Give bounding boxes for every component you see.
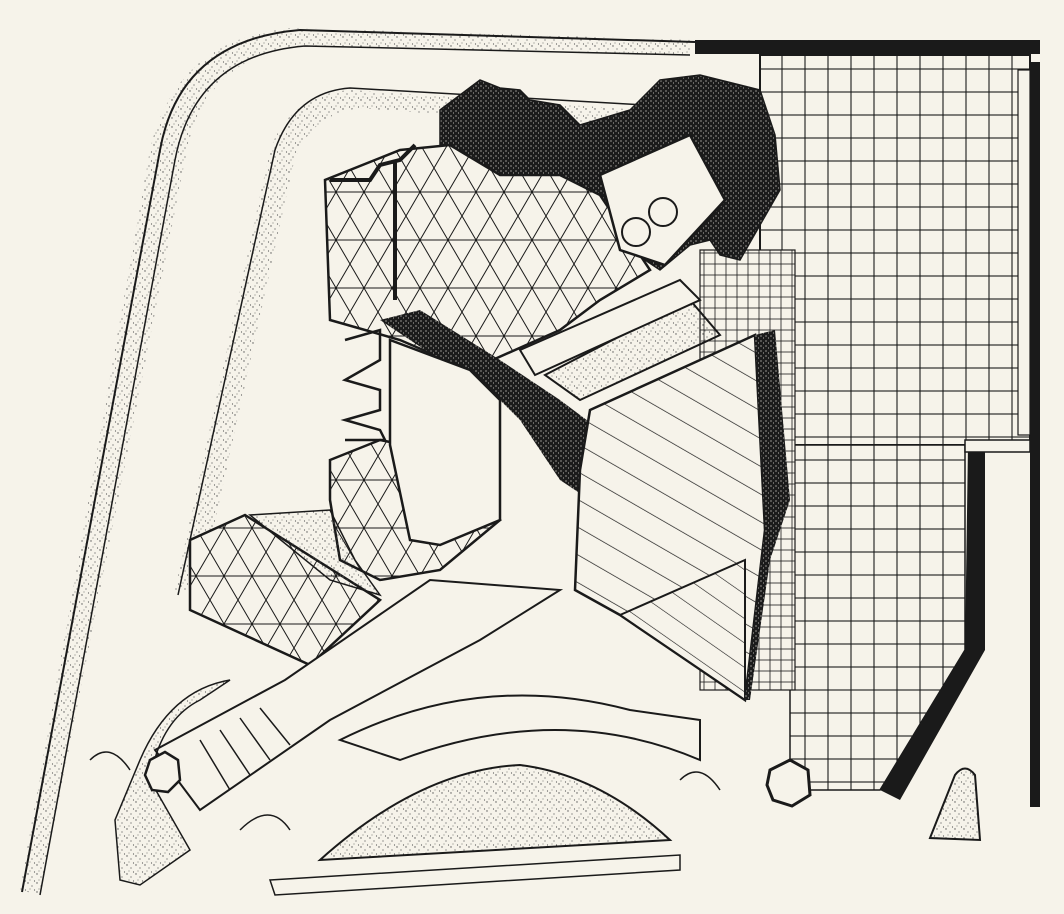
triangle-lawn-edge [268,854,681,896]
square-pavilion [188,513,383,667]
connector-bar [518,278,702,377]
courtyard [248,509,382,597]
lower-walkway-curve [89,751,721,831]
small-mound-right [928,767,982,842]
entry-ramp [153,578,564,812]
circle-pair-icon [621,217,651,247]
octagon-kiosk-left [143,750,182,794]
ramp-steps [199,707,291,791]
plaza-step [964,439,1031,453]
dark-spine [380,310,600,500]
curved-terrace [337,694,701,762]
hex-pavilion-wall [330,143,417,300]
garden-inner-line [177,87,646,596]
sawtooth-wall [340,328,388,442]
top-border-wall [695,40,1040,54]
site-outer-boundary [21,28,696,893]
grid-plaza [759,54,1031,446]
plaza-inner-strip [1017,69,1031,436]
circle-pair-icon-2 [648,197,678,227]
right-border-wall [1030,62,1040,807]
triangle-lawn [317,763,673,862]
hatched-cube-lower-face [617,558,746,702]
hatched-cube-shadow [745,330,790,700]
right-edge-wall [880,445,985,800]
octagon-kiosk-right [765,758,812,808]
site-inner-boundary [39,45,691,896]
central-atrium [388,338,502,547]
